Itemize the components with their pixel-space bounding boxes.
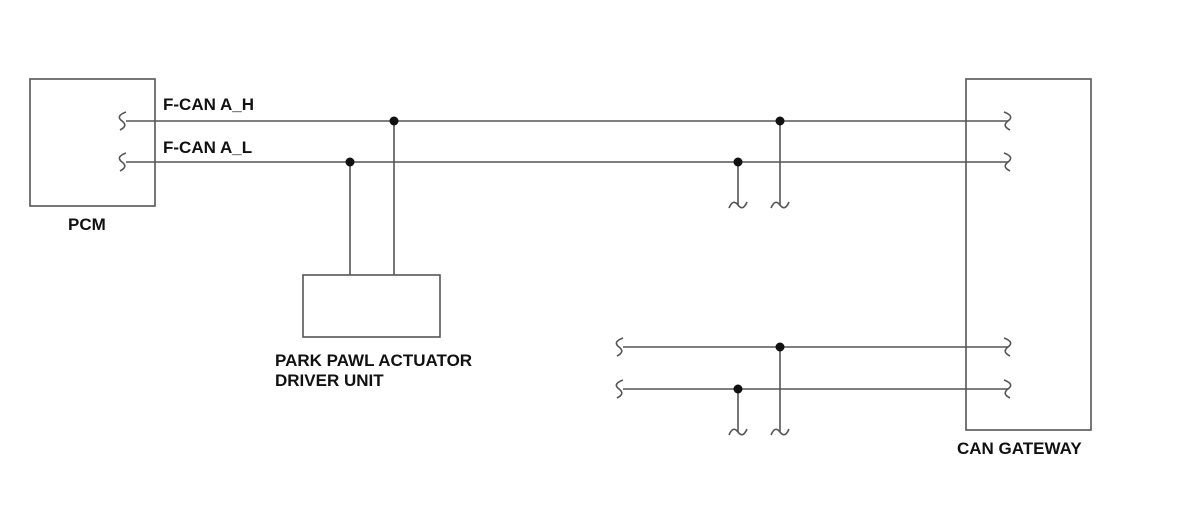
junction-dot: [345, 157, 355, 167]
pcm-l-terminal-break-icon: [118, 152, 127, 172]
lower-l-stub-break-icon: [728, 428, 748, 436]
can-gateway-box: [965, 78, 1092, 431]
lower-h-stub-break-icon: [770, 428, 790, 436]
f-can-a-l-label: F-CAN A_L: [163, 138, 252, 157]
lower-h-left-break-icon: [615, 337, 624, 357]
gateway-h-terminal-break-icon: [1003, 111, 1012, 131]
lower-l-right-break-icon: [1003, 379, 1012, 399]
pcm-h-terminal-break-icon: [118, 111, 127, 131]
lower-h-right-break-icon: [1003, 337, 1012, 357]
junction-dot: [775, 342, 785, 352]
park-pawl-actuator-label-line1: PARK PAWL ACTUATOR: [275, 351, 472, 370]
park-pawl-actuator-label-line2: DRIVER UNIT: [275, 371, 384, 390]
pcm-module-box: [29, 78, 156, 207]
f-can-a-h-label: F-CAN A_H: [163, 95, 254, 114]
gateway-l-terminal-break-icon: [1003, 152, 1012, 172]
upper-l-stub-break-icon: [728, 201, 748, 209]
lower-l-left-break-icon: [615, 379, 624, 399]
pcm-label: PCM: [68, 215, 106, 234]
can-gateway-label: CAN GATEWAY: [957, 439, 1082, 458]
junction-dot: [733, 384, 743, 394]
junction-dot: [775, 116, 785, 126]
upper-h-stub-break-icon: [770, 201, 790, 209]
junction-dot: [389, 116, 399, 126]
park-pawl-actuator-box: [302, 274, 441, 338]
junction-dot: [733, 157, 743, 167]
